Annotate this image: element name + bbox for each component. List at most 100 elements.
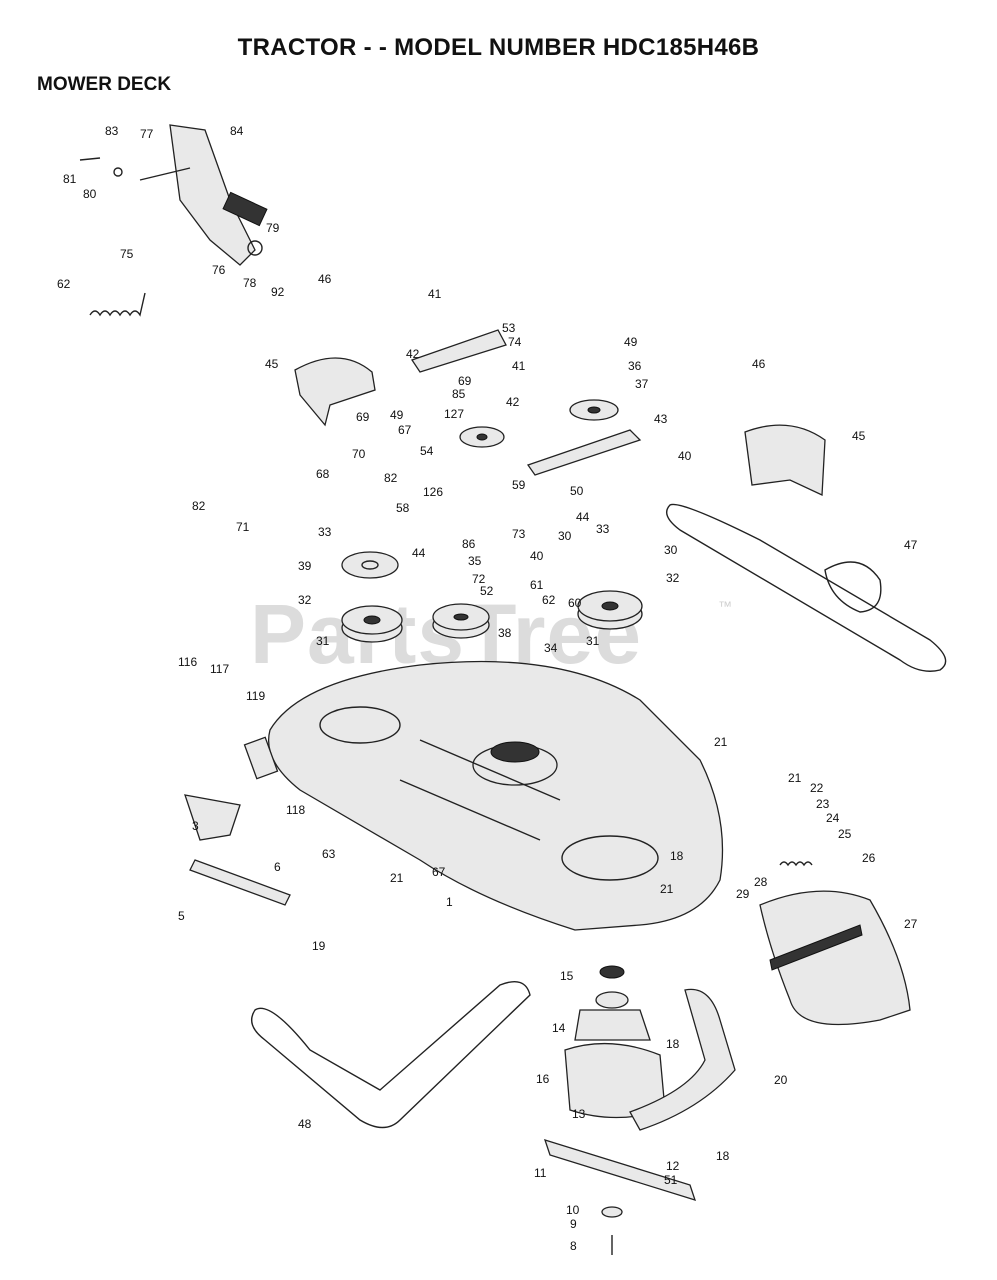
part-callout-18: 18 [716, 1149, 730, 1163]
part-callout-36: 36 [628, 359, 642, 373]
deck-bracket-118 [243, 736, 279, 780]
part-callout-23: 23 [816, 797, 830, 811]
part-callout-62: 62 [57, 277, 71, 291]
spindle-assembly [564, 965, 666, 1119]
part-callout-51: 51 [664, 1173, 678, 1187]
part-callout-21: 21 [714, 735, 728, 749]
part-callout-44: 44 [576, 510, 590, 524]
part-callout-116: 116 [178, 655, 197, 669]
front-link [189, 859, 291, 906]
part-callout-39: 39 [298, 559, 312, 573]
mower-deck-housing [268, 660, 724, 931]
pulley-52 [432, 603, 490, 639]
part-callout-67: 67 [432, 865, 446, 879]
part-callout-40: 40 [678, 449, 692, 463]
part-callout-73: 73 [512, 527, 526, 541]
belt-shield-left [294, 357, 376, 427]
part-callout-126: 126 [423, 485, 443, 499]
part-callout-33: 33 [318, 525, 332, 539]
belt-shield-right [744, 424, 826, 496]
part-callout-46: 46 [318, 272, 332, 286]
part-callout-72: 72 [472, 572, 486, 586]
watermark-trademark: ™ [718, 598, 732, 614]
part-callout-16: 16 [536, 1072, 550, 1086]
part-callout-3: 3 [192, 819, 199, 833]
part-callout-127: 127 [444, 407, 464, 421]
part-callout-74: 74 [508, 335, 522, 349]
part-callout-61: 61 [530, 578, 544, 592]
part-callout-21: 21 [788, 771, 802, 785]
part-callout-18: 18 [666, 1037, 680, 1051]
section-heading: MOWER DECK [37, 74, 172, 95]
drive-belt-47 [666, 503, 947, 672]
part-callout-37: 37 [635, 377, 649, 391]
part-callout-80: 80 [83, 187, 97, 201]
part-callout-45: 45 [852, 429, 866, 443]
part-callout-40: 40 [530, 549, 544, 563]
part-callout-26: 26 [862, 851, 876, 865]
part-callout-42: 42 [506, 395, 520, 409]
part-callout-35: 35 [468, 554, 482, 568]
part-callout-5: 5 [178, 909, 185, 923]
mower-blade [543, 1139, 697, 1201]
part-callout-54: 54 [420, 444, 434, 458]
part-callout-46: 46 [752, 357, 766, 371]
part-callout-31: 31 [586, 634, 600, 648]
part-callout-41: 41 [428, 287, 442, 301]
part-callout-63: 63 [322, 847, 336, 861]
part-callout-77: 77 [140, 127, 154, 141]
part-callout-45: 45 [265, 357, 279, 371]
part-callout-21: 21 [390, 871, 404, 885]
part-callout-38: 38 [498, 626, 512, 640]
part-callout-60: 60 [568, 596, 582, 610]
pulley-127 [459, 426, 505, 448]
part-callout-58: 58 [396, 501, 410, 515]
part-callout-41: 41 [512, 359, 526, 373]
part-callout-15: 15 [560, 969, 574, 983]
part-callout-118: 118 [286, 803, 305, 817]
pulley-32-left [341, 605, 403, 643]
part-callout-85: 85 [452, 387, 466, 401]
chute-spring [779, 861, 813, 867]
part-callout-69: 69 [458, 374, 472, 388]
part-callout-69: 69 [356, 410, 370, 424]
bracket-plate [410, 329, 507, 373]
part-callout-86: 86 [462, 537, 476, 551]
part-callout-49: 49 [624, 335, 638, 349]
part-callout-14: 14 [552, 1021, 566, 1035]
part-callout-52: 52 [480, 584, 494, 598]
part-callout-47: 47 [904, 538, 918, 552]
diagram-title: TRACTOR - - MODEL NUMBER HDC185H46B [237, 34, 760, 61]
part-callout-28: 28 [754, 875, 768, 889]
part-callout-21: 21 [660, 882, 674, 896]
part-callout-31: 31 [316, 634, 330, 648]
part-callout-81: 81 [63, 172, 77, 186]
part-callout-32: 32 [298, 593, 312, 607]
part-callout-53: 53 [502, 321, 516, 335]
part-callout-1: 1 [446, 895, 453, 909]
part-callout-6: 6 [274, 860, 281, 874]
part-callout-49: 49 [390, 408, 404, 422]
part-callout-71: 71 [236, 520, 250, 534]
part-callout-44: 44 [412, 546, 426, 560]
part-callout-83: 83 [105, 124, 119, 138]
part-callout-25: 25 [838, 827, 852, 841]
spring-part [89, 292, 146, 317]
part-callout-22: 22 [810, 781, 824, 795]
part-callout-34: 34 [544, 641, 558, 655]
part-callout-12: 12 [666, 1159, 680, 1173]
part-callout-68: 68 [316, 467, 330, 481]
part-callout-59: 59 [512, 478, 526, 492]
part-callout-82: 82 [192, 499, 206, 513]
part-callout-76: 76 [212, 263, 226, 277]
part-callout-18: 18 [670, 849, 684, 863]
part-callout-84: 84 [230, 124, 244, 138]
part-callout-32: 32 [666, 571, 680, 585]
part-callout-117: 117 [210, 662, 229, 676]
pulley-37 [569, 399, 619, 421]
part-callout-42: 42 [406, 347, 420, 361]
part-callout-30: 30 [664, 543, 678, 557]
part-callout-29: 29 [736, 887, 750, 901]
